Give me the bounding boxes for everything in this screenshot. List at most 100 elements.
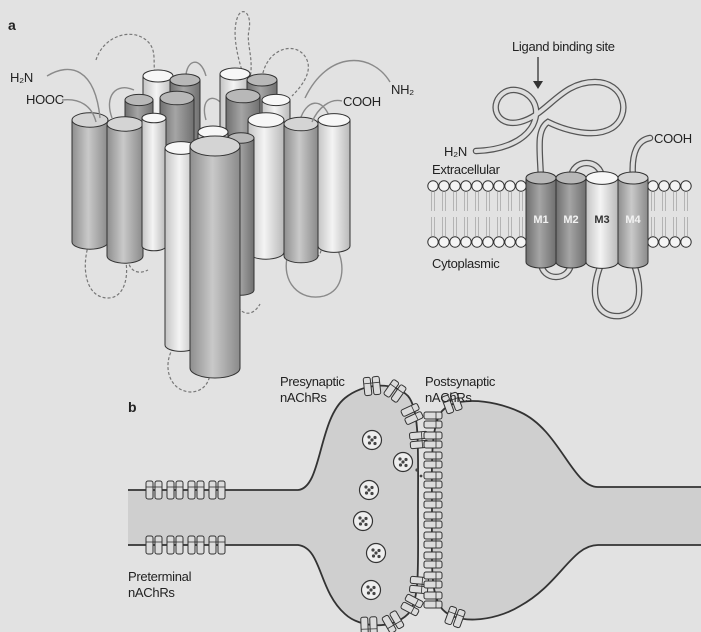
receptor-band [361,629,377,630]
receptor-subunit [424,472,442,479]
acetylcholine-dot [371,548,374,551]
panel-a-label: a [8,17,16,33]
subunit-c-terminus: COOH [654,131,692,146]
receptor-subunit [424,552,442,559]
transmembrane-helix-cylinder-top [142,113,166,123]
helix-m3-top [586,172,618,185]
transmembrane-helix-cylinder [284,117,318,263]
receptor-subunit [424,521,442,528]
lipid-head [516,237,526,247]
transmembrane-helix-cylinder-top [160,91,194,105]
lipid-head [670,237,680,247]
lipid-head [505,237,515,247]
acetylcholine-dot [367,488,370,491]
segment-label-m4: M4 [625,214,641,226]
receptor-subunit [424,581,442,588]
lipid-head [648,237,658,247]
transmembrane-helix-cylinder-body [284,124,318,263]
acetylcholine-dot [365,491,368,494]
acetylcholine-dot [404,458,407,461]
synaptic-vesicle [363,431,382,450]
segment-label-m1: M1 [533,214,548,226]
receptor-subunit [424,441,442,448]
transmembrane-helix-cylinder-top [318,114,350,127]
lipid-head [659,181,669,191]
receptor-subunit [424,492,442,499]
acetylcholine-dot [367,591,370,594]
receptor-subunit [176,481,183,499]
receptor-subunit [361,617,369,632]
acetylcholine-dot [373,436,376,439]
receptor-subunit [167,481,174,499]
lipid-head [483,237,493,247]
transmembrane-helix-cylinder-body [72,120,108,249]
pentamer-c-terminus-right: COOH [343,94,381,109]
transmembrane-helix-cylinder [190,136,240,378]
acetylcholine-dot [358,516,361,519]
lipid-head [428,181,438,191]
lipid-head [670,181,680,191]
receptor-subunit [176,536,183,554]
acetylcholine-dot [373,442,376,445]
transmembrane-helix-cylinder [72,113,108,249]
lipid-head [428,237,438,247]
acetylcholine-dot [372,586,375,589]
transmembrane-helix-cylinder-body [107,124,143,263]
lipid-head [516,181,526,191]
receptor-subunit [424,501,442,508]
acetylcholine-dot [369,588,372,591]
receptor-subunit [424,561,442,568]
acetylcholine-dot [399,463,402,466]
receptor-subunit [424,452,442,459]
preterminal-label-line2: nAChRs [128,585,175,600]
lipid-head [659,237,669,247]
transmembrane-helix-cylinder-top [248,113,284,127]
receptor-subunit [370,617,378,632]
synaptic-vesicle [394,453,413,472]
acetylcholine-dot [374,551,377,554]
extracellular-label: Extracellular [432,162,501,177]
receptor-subunit [424,461,442,468]
receptor-subunit [209,481,216,499]
acetylcholine-dot [377,549,380,552]
receptor-subunit [424,512,442,519]
lipid-head [681,237,691,247]
receptor-subunit [424,532,442,539]
receptor-subunit [218,481,225,499]
preterminal-label-line1: Preterminal [128,569,192,584]
synaptic-vesicle [360,481,379,500]
synaptic-vesicle [354,512,373,531]
acetylcholine-dot [398,457,401,460]
transmembrane-helix-cylinder-top [143,70,173,82]
receptor-subunit [424,412,442,419]
helix-m4-top [618,172,648,184]
acetylcholine-dot [404,464,407,467]
pentamer-c-terminus-left: HOOC [26,92,64,107]
acetylcholine-dot [370,438,373,441]
acetylcholine-dot [372,592,375,595]
receptor-subunit [197,481,204,499]
lipid-head [681,181,691,191]
lipid-head [648,181,658,191]
synaptic-vesicle [367,544,386,563]
receptor-subunit [424,541,442,548]
receptor-subunit [197,536,204,554]
receptor-subunit [372,376,381,395]
synaptic-vesicle [362,581,381,600]
pentamer-n-terminus-right: NH₂ [391,82,414,97]
acetylcholine-dot [370,486,373,489]
receptor-subunit [218,536,225,554]
lipid-head [461,181,471,191]
receptor-subunit [424,421,442,428]
receptor-subunit [424,592,442,599]
lipid-head [472,237,482,247]
receptor-subunit [188,536,195,554]
transmembrane-helix-cylinder-body [318,120,350,252]
helix-m2-top [556,172,586,184]
transmembrane-helix-cylinder-top [170,74,200,86]
presynaptic-label-line1: Presynaptic [280,374,345,389]
receptor-subunit [363,377,372,396]
segment-label-m3: M3 [594,214,609,226]
